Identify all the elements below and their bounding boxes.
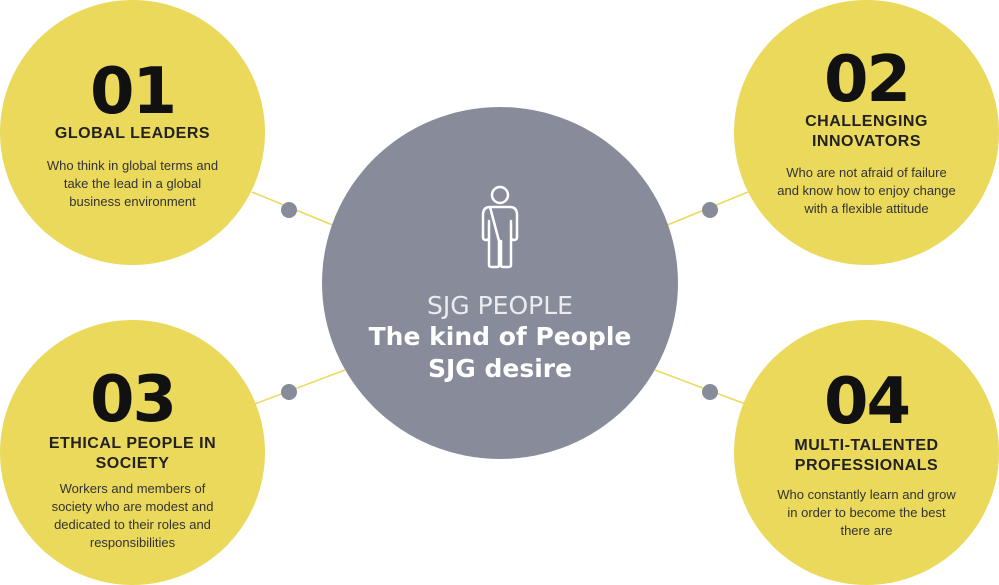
center-title: The kind of People SJG desire <box>322 321 678 385</box>
item-description: Who constantly learn and grow in order t… <box>764 486 969 540</box>
item-description-line: and know how to enjoy change <box>777 183 956 198</box>
item-title-line: CHALLENGING <box>805 113 928 130</box>
item-description-line: in order to become the best <box>787 505 946 520</box>
item-circle-02: 02 CHALLENGING INNOVATORS Who are not af… <box>734 0 999 265</box>
center-title-line: SJG desire <box>427 354 573 383</box>
item-title: ETHICAL PEOPLE IN SOCIETY <box>10 434 255 474</box>
item-description-line: take the lead in a global <box>63 176 202 191</box>
item-description-line: Workers and members of <box>59 481 206 496</box>
connector-line-04 <box>654 369 749 406</box>
item-description: Who are not afraid of failure and know h… <box>764 164 969 218</box>
item-circle-03: 03 ETHICAL PEOPLE IN SOCIETY Workers and… <box>0 320 265 585</box>
item-title: GLOBAL LEADERS <box>10 124 255 144</box>
item-title-line: GLOBAL LEADERS <box>54 125 211 142</box>
item-title-line: SOCIETY <box>95 455 170 472</box>
item-number: 01 <box>89 55 177 129</box>
item-description-line: Who constantly learn and grow <box>777 487 956 502</box>
item-description-line: there are <box>840 523 893 538</box>
item-description: Workers and members of society who are m… <box>30 480 235 552</box>
item-circle-01: 01 GLOBAL LEADERS Who think in global te… <box>0 0 265 265</box>
item-description-line: society who are modest and <box>51 499 214 514</box>
item-number: 04 <box>823 365 911 439</box>
item-description-line: with a flexible attitude <box>804 201 929 216</box>
item-number: 03 <box>89 363 177 437</box>
item-title-line: INNOVATORS <box>811 133 921 150</box>
item-description-line: business environment <box>69 194 196 209</box>
item-number: 02 <box>823 43 911 117</box>
item-description-line: responsibilities <box>89 535 176 550</box>
center-circle: SJG PEOPLE The kind of People SJG desire <box>322 107 678 459</box>
connector-line-01 <box>251 191 336 227</box>
center-label: SJG PEOPLE <box>427 291 573 320</box>
connector-line-03 <box>251 369 346 406</box>
item-description: Who think in global terms and take the l… <box>30 157 235 211</box>
item-description-line: Who are not afraid of failure <box>786 165 947 180</box>
person-icon <box>481 185 519 269</box>
item-title-line: ETHICAL PEOPLE IN <box>48 435 217 452</box>
item-circle-04: 04 MULTI-TALENTED PROFESSIONALS Who cons… <box>734 320 999 585</box>
item-title: MULTI-TALENTED PROFESSIONALS <box>744 436 989 476</box>
item-title-line: MULTI-TALENTED <box>794 437 939 454</box>
item-description-line: dedicated to their roles and <box>54 517 211 532</box>
item-description-line: Who think in global terms and <box>46 158 219 173</box>
center-title-line: The kind of People <box>368 322 632 351</box>
item-title: CHALLENGING INNOVATORS <box>744 112 989 152</box>
item-title-line: PROFESSIONALS <box>794 457 939 474</box>
connector-line-02 <box>664 191 749 227</box>
